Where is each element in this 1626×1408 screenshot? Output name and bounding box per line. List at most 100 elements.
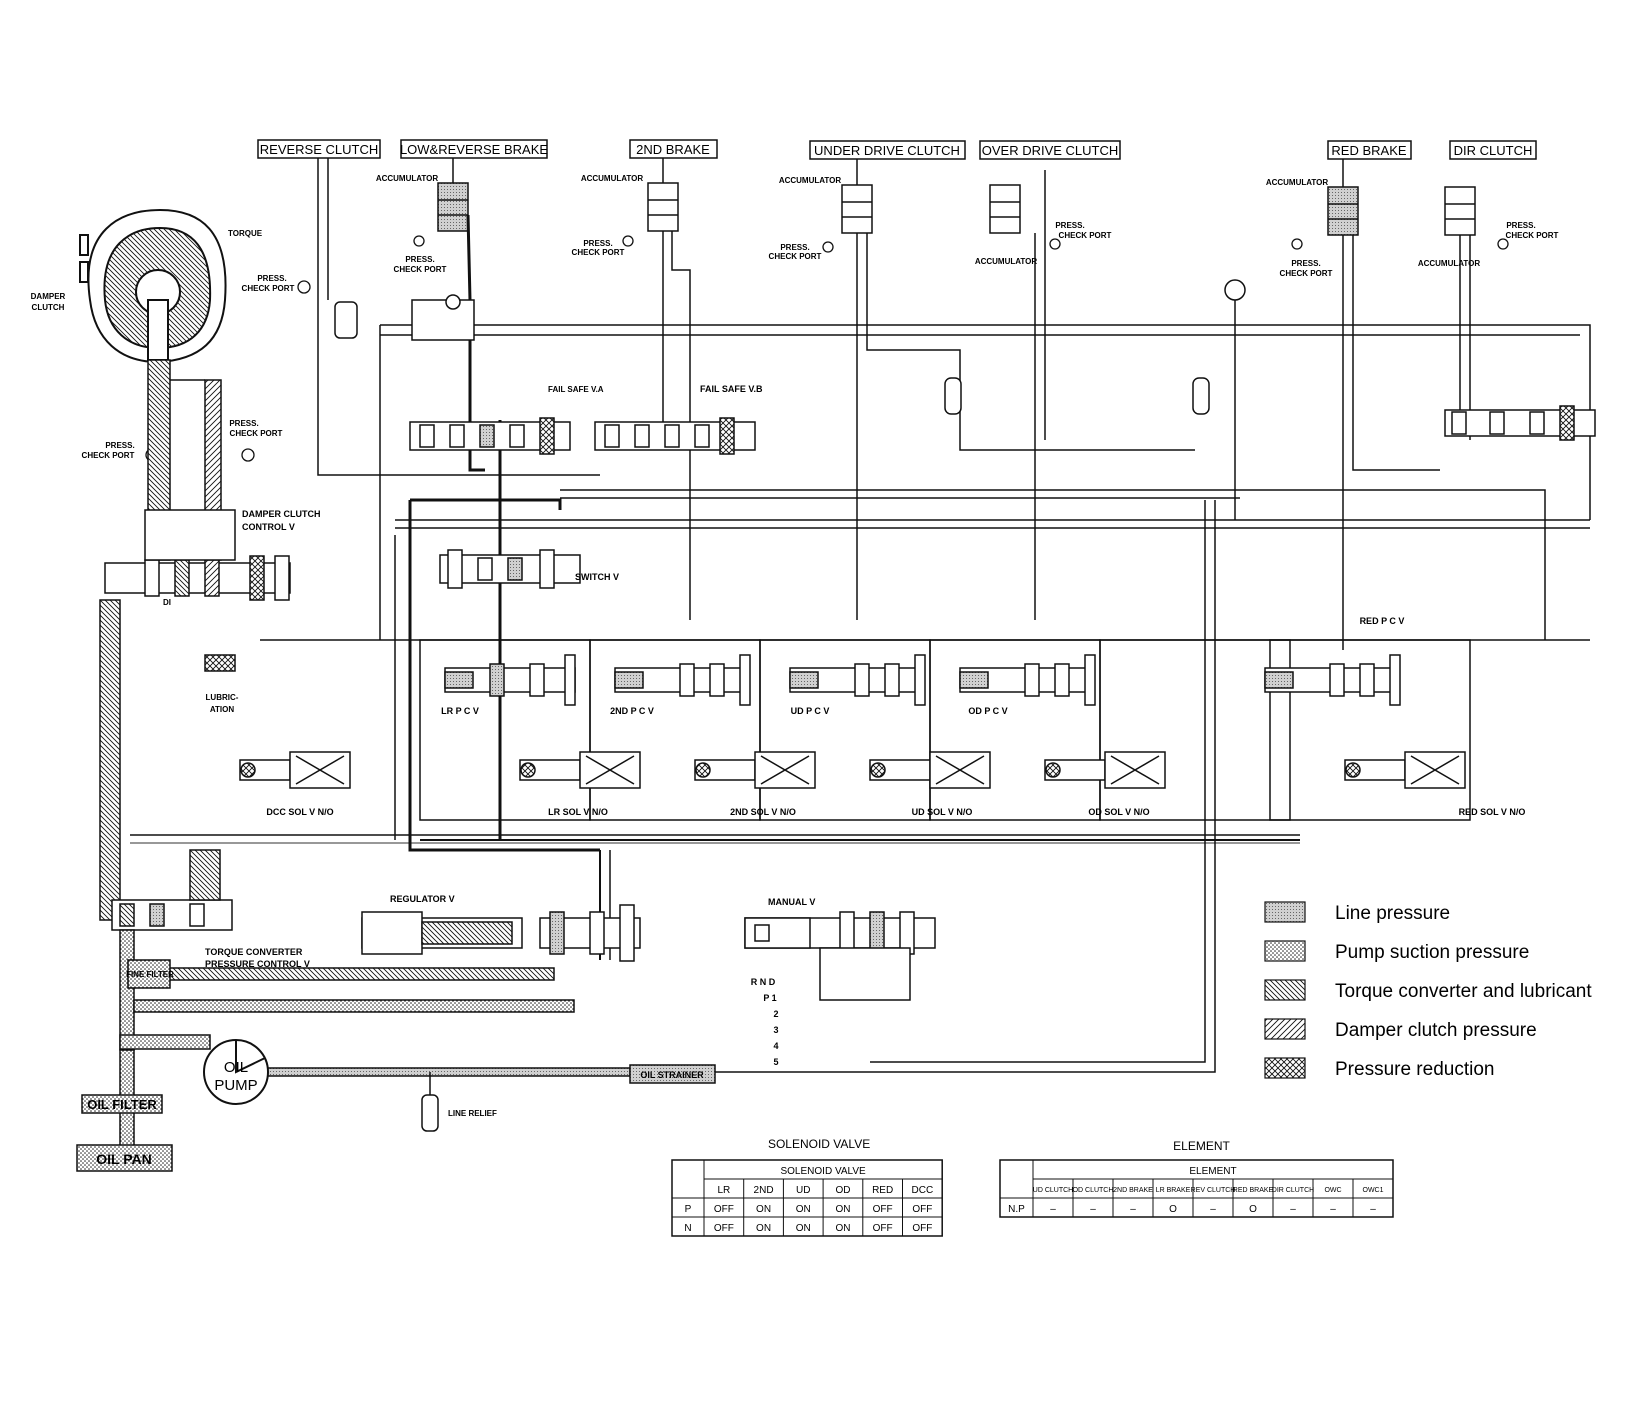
oil-filter-label: OIL FILTER (87, 1097, 157, 1112)
svg-text:PRESS.: PRESS. (1055, 221, 1084, 230)
element-cell: – (1370, 1204, 1376, 1215)
legend-swatch-reduction (1264, 1057, 1306, 1079)
red-brake-label: RED BRAKE (1331, 143, 1406, 158)
oil-pump (203, 1039, 269, 1105)
solenoid-col-header: UD (796, 1185, 810, 1196)
svg-text:PRESS.: PRESS. (583, 239, 612, 248)
element-cell: – (1290, 1204, 1296, 1215)
element-col-header: UD CLUTCH (1033, 1187, 1073, 1194)
solenoid-cell: OFF (912, 1223, 932, 1234)
torque-converter-labels: TORQUE DAMPER CLUTCH (31, 229, 263, 312)
solenoid-cell: OFF (714, 1204, 734, 1215)
svg-text:CHECK PORT: CHECK PORT (572, 248, 625, 257)
svg-text:PRESS.: PRESS. (257, 274, 286, 283)
svg-text:P 1: P 1 (763, 993, 776, 1003)
svg-text:PRESS.: PRESS. (1291, 259, 1320, 268)
solenoid-col-header: DCC (912, 1185, 934, 1196)
svg-text:CHECK PORT: CHECK PORT (1280, 269, 1333, 278)
oil-strainer-label: OIL STRAINER (640, 1070, 704, 1080)
svg-text:PRESSURE CONTROL V: PRESSURE CONTROL V (205, 959, 310, 969)
legend-label-damper: Damper clutch pressure (1335, 1020, 1537, 1041)
pump-suction (119, 929, 631, 1156)
accumulators (437, 158, 1476, 236)
fail-safe-va-label: FAIL SAFE V.A (548, 385, 604, 394)
svg-text:CHECK PORT: CHECK PORT (394, 265, 447, 274)
legend-label-reduction: Pressure reduction (1335, 1059, 1494, 1080)
element-cell: O (1169, 1204, 1177, 1215)
element-col-header: OD CLUTCH (1073, 1187, 1114, 1194)
solenoid-cell: ON (835, 1223, 850, 1234)
solenoid-cell: ON (796, 1204, 811, 1215)
svg-text:UD SOL V N/O: UD SOL V N/O (912, 807, 973, 817)
solenoid-cell: ON (756, 1204, 771, 1215)
solenoid-cell: ON (756, 1223, 771, 1234)
legend-swatch-torque (1264, 979, 1306, 1001)
svg-text:REGULATOR V: REGULATOR V (390, 894, 455, 904)
solenoid-cell: OFF (714, 1223, 734, 1234)
over-drive-clutch-label: OVER DRIVE CLUTCH (982, 143, 1119, 158)
svg-text:ACCUMULATOR: ACCUMULATOR (975, 257, 1038, 266)
solenoid-col-header: OD (835, 1185, 850, 1196)
top-labels: REVERSE CLUTCH LOW&REVERSE BRAKE 2ND BRA… (257, 139, 1537, 160)
svg-text:RED P C V: RED P C V (1360, 616, 1405, 626)
element-cell: – (1090, 1204, 1096, 1215)
solenoid-row-label: N (684, 1223, 691, 1234)
lr-accumulator (437, 158, 469, 232)
solenoids (239, 751, 1466, 789)
svg-text:DI: DI (163, 598, 171, 607)
svg-text:CONTROL V: CONTROL V (242, 522, 295, 532)
svg-text:OD SOL V N/O: OD SOL V N/O (1088, 807, 1149, 817)
fail-safe-vb-label: FAIL SAFE V.B (700, 384, 763, 394)
svg-text:ATION: ATION (210, 705, 235, 714)
svg-text:5: 5 (773, 1057, 778, 1067)
element-col-header: OWC1 (1363, 1187, 1384, 1194)
element-col-header: REV CLUTCH (1191, 1187, 1236, 1194)
dir-clutch-label: DIR CLUTCH (1454, 143, 1533, 158)
svg-text:LR SOL V N/O: LR SOL V N/O (548, 807, 608, 817)
svg-text:ACCUMULATOR: ACCUMULATOR (581, 174, 644, 183)
regulator-valve (361, 904, 641, 962)
od-accumulator (989, 184, 1021, 234)
check-port-labels: PRESS. CHECK PORT PRESS. CHECK PORT PRES… (82, 221, 1559, 460)
legend-swatch-suction (1264, 940, 1306, 962)
svg-text:2ND P C V: 2ND P C V (610, 706, 654, 716)
svg-text:LUBRIC-: LUBRIC- (206, 693, 239, 702)
solenoid-col-header: LR (717, 1185, 730, 1196)
svg-text:FINE FILTER: FINE FILTER (126, 970, 174, 979)
element-col-header: 2ND BRAKE (1113, 1187, 1153, 1194)
svg-text:RED SOL V N/O: RED SOL V N/O (1459, 807, 1526, 817)
red-accumulator (1327, 159, 1359, 236)
low-reverse-brake-label: LOW&REVERSE BRAKE (400, 142, 548, 157)
svg-text:OD P C V: OD P C V (968, 706, 1007, 716)
svg-text:CHECK PORT: CHECK PORT (769, 252, 822, 261)
solenoid-row-label: P (685, 1204, 692, 1215)
solenoid-table-header: SOLENOID VALVE (780, 1166, 866, 1177)
solenoid-table-title: SOLENOID VALVE (768, 1137, 870, 1151)
reverse-clutch-label: REVERSE CLUTCH (260, 142, 378, 157)
svg-text:DAMPER CLUTCH: DAMPER CLUTCH (242, 509, 321, 519)
legend-swatch-damper (1264, 1018, 1306, 1040)
svg-text:UD P C V: UD P C V (791, 706, 830, 716)
svg-text:3: 3 (773, 1025, 778, 1035)
fail-safe-valve-b (594, 417, 756, 455)
gear-positions: R N D P 1 2 3 4 5 (751, 977, 779, 1067)
element-col-header: RED BRAKE (1233, 1187, 1274, 1194)
element-cell: – (1050, 1204, 1056, 1215)
manual-valve (744, 911, 936, 1001)
filters (76, 959, 716, 1172)
element-cell: – (1130, 1204, 1136, 1215)
accumulator-labels: ACCUMULATOR ACCUMULATOR ACCUMULATOR ACCU… (376, 174, 1481, 268)
svg-text:DCC SOL V N/O: DCC SOL V N/O (266, 807, 333, 817)
solenoid-cell: OFF (873, 1204, 893, 1215)
switch-v-label: SWITCH V (575, 572, 619, 582)
legend-label-torque: Torque converter and lubricant (1335, 981, 1592, 1002)
pcv-bank (419, 639, 1471, 821)
svg-text:LR P C V: LR P C V (441, 706, 479, 716)
element-col-header: LR BRAKE (1156, 1187, 1191, 1194)
element-table-header: ELEMENT (1189, 1166, 1236, 1177)
oil-pump-label-1: OIL (224, 1059, 248, 1076)
dir-accumulator (1444, 186, 1476, 236)
line-relief (421, 1072, 439, 1132)
